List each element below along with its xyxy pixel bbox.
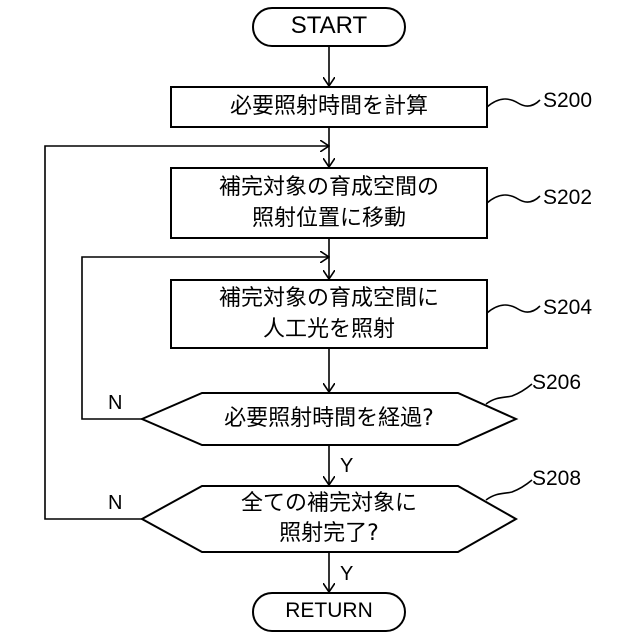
leader-s202 bbox=[487, 195, 540, 203]
s200-label: 必要照射時間を計算 bbox=[171, 93, 487, 121]
leader-s206 bbox=[486, 384, 532, 404]
s202-label-line1: 補完対象の育成空間の bbox=[171, 174, 487, 202]
step-id-s202: S202 bbox=[543, 186, 592, 210]
s208-no-label: N bbox=[108, 492, 122, 515]
s204-label-line1: 補完対象の育成空間に bbox=[171, 285, 487, 313]
s202-label-line2: 照射位置に移動 bbox=[171, 205, 487, 233]
leader-s200 bbox=[487, 99, 540, 107]
s208-label-line2: 照射完了? bbox=[171, 520, 487, 548]
s208-label-line1: 全ての補完対象に bbox=[171, 490, 487, 518]
start-label: START bbox=[253, 12, 405, 40]
return-label: RETURN bbox=[253, 597, 405, 625]
s206-label: 必要照射時間を経過? bbox=[171, 405, 487, 433]
step-id-s208: S208 bbox=[532, 467, 581, 491]
leader-s208 bbox=[486, 480, 532, 500]
step-id-s206: S206 bbox=[532, 371, 581, 395]
s206-no-label: N bbox=[108, 392, 122, 415]
s204-label-line2: 人工光を照射 bbox=[171, 316, 487, 344]
step-id-s200: S200 bbox=[543, 89, 592, 113]
s206-yes-label: Y bbox=[340, 455, 353, 478]
leader-s204 bbox=[487, 305, 540, 313]
s208-yes-label: Y bbox=[340, 563, 353, 586]
step-id-s204: S204 bbox=[543, 296, 592, 320]
